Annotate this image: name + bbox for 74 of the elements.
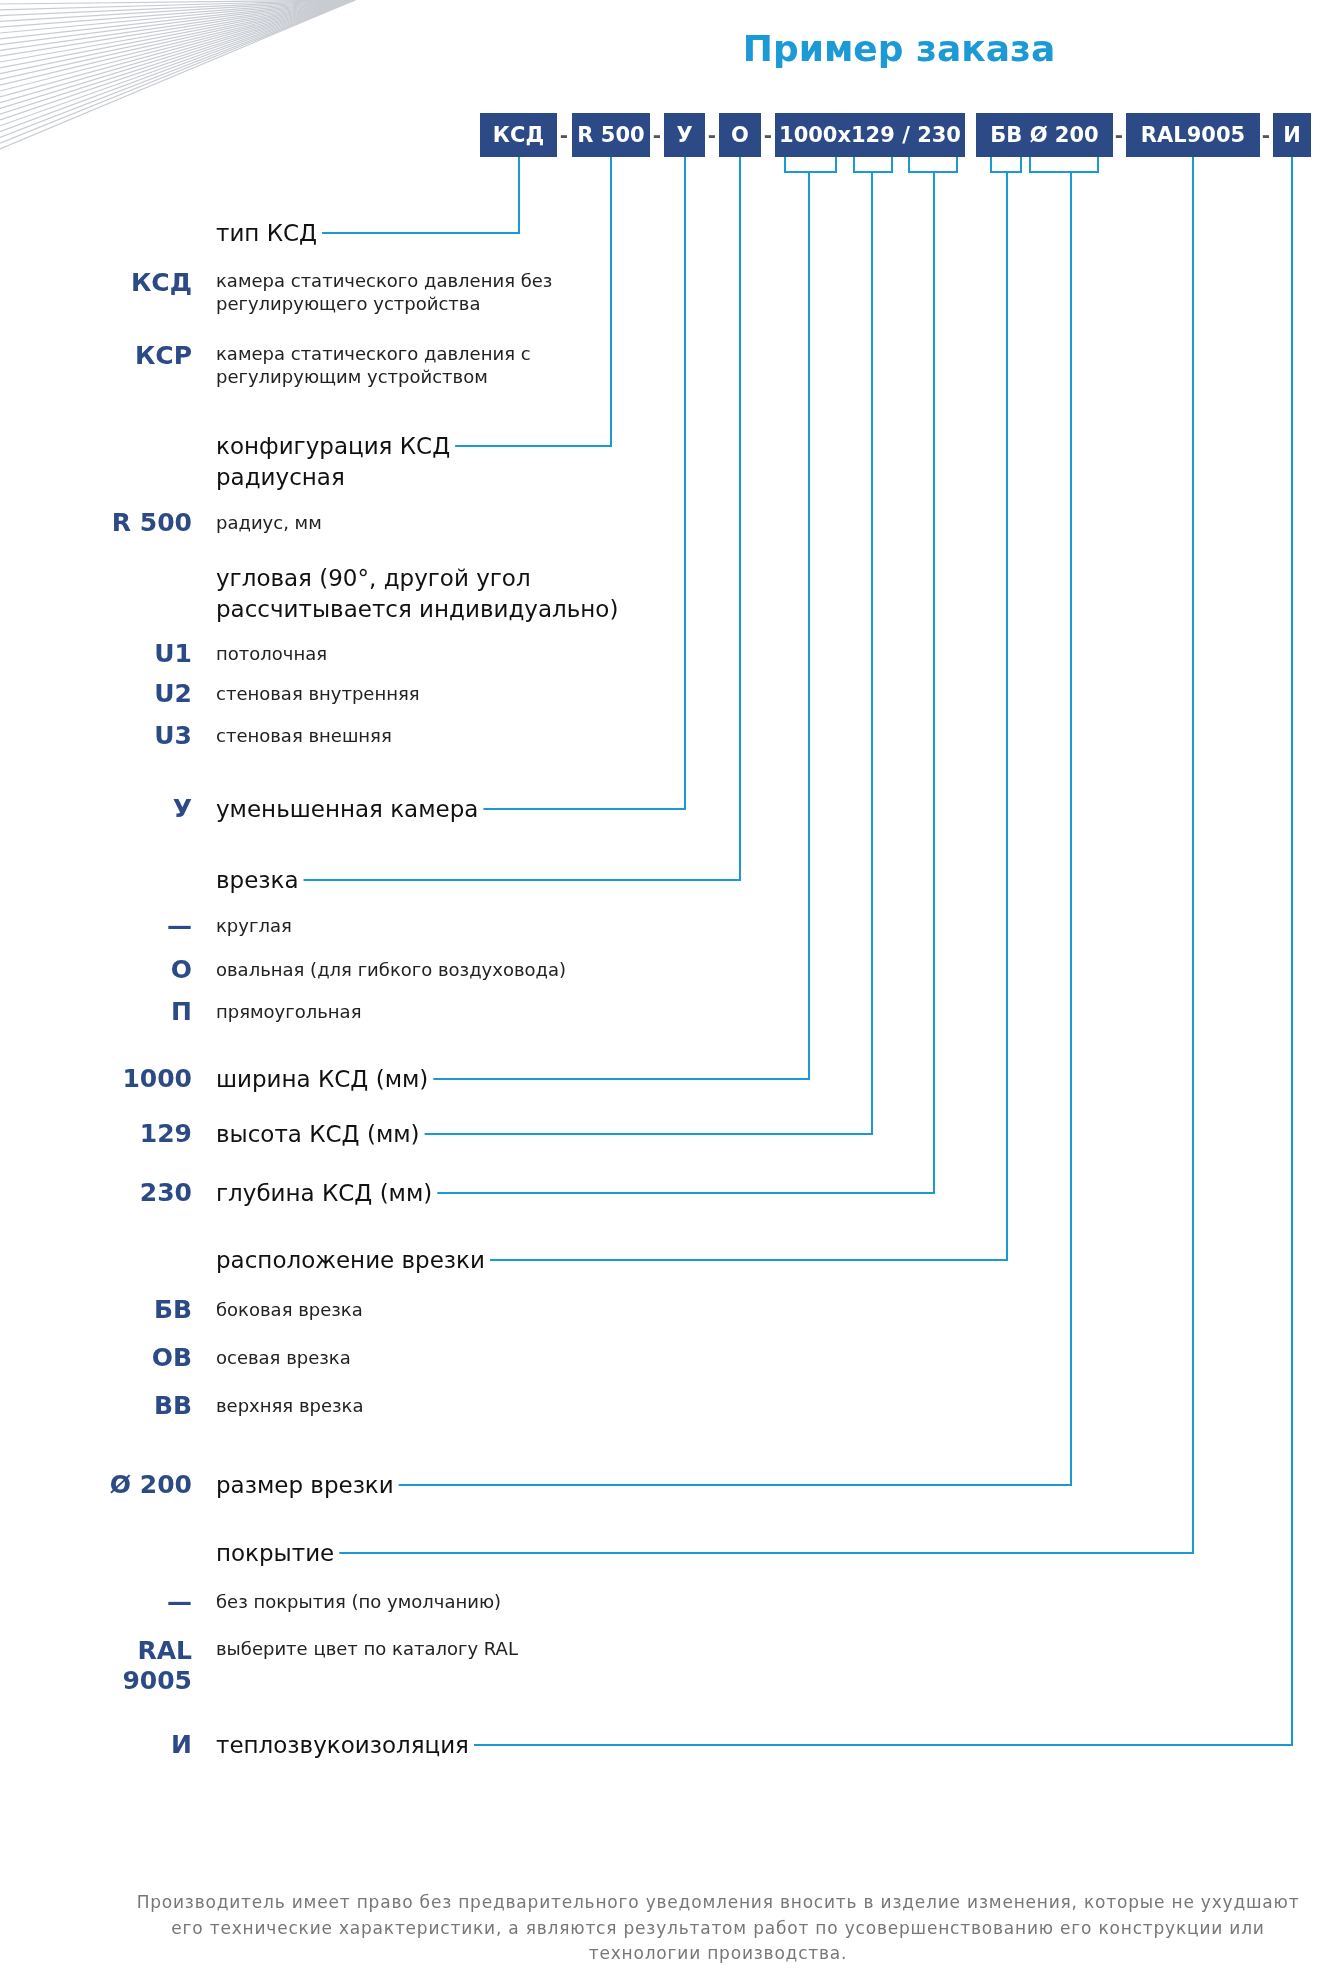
leader-line [302, 156, 741, 881]
parameter-heading: глубина КСД (мм) [216, 1180, 433, 1206]
code-label: И [171, 1730, 192, 1760]
leader-line [338, 156, 1194, 1554]
description-text: верхняя врезка [216, 1394, 364, 1418]
separator-dash: - [652, 123, 662, 147]
parameter-heading: ширина КСД (мм) [216, 1066, 429, 1092]
code-box: 1000x129 / 230 [775, 113, 965, 157]
description-text: потолочная [216, 642, 328, 666]
description-text: прямоугольная [216, 1000, 362, 1024]
code-label: 230 [139, 1178, 192, 1208]
leader-line [488, 156, 1022, 1261]
separator-dash: - [559, 123, 569, 147]
code-box: КСД [480, 113, 557, 157]
code-label: RAL 9005 [122, 1636, 192, 1696]
description-text: без покрытия (по умолчанию) [216, 1590, 502, 1614]
leader-line [454, 156, 612, 447]
separator-dash: - [763, 123, 773, 147]
leader-line [423, 156, 893, 1135]
leader-line [432, 156, 837, 1080]
code-box: БВ Ø 200 [976, 113, 1113, 157]
code-label: О [170, 955, 192, 985]
separator-dash: - [1261, 123, 1271, 147]
code-label: 1000 [122, 1064, 192, 1094]
description-text: камера статического давления без регулирующего устройства [216, 268, 554, 316]
title-text: Пример заказа [741, 28, 1057, 69]
subheading-text: угловая (90°, другой угол рассчитывается индивидуально) [216, 563, 620, 624]
code-label: П [171, 997, 192, 1027]
code-label: U1 [154, 639, 192, 669]
code-box: И [1273, 113, 1311, 157]
description-text: стеновая внешняя [216, 724, 392, 748]
description-text: круглая [216, 914, 292, 938]
code-label: ВВ [153, 1391, 192, 1421]
description-text: стеновая внутренняя [216, 682, 420, 706]
description-text: овальная (для гибкого воздуховода) [216, 958, 567, 982]
code-box: R 500 [572, 113, 650, 157]
parameter-heading: тип КСД [216, 220, 318, 246]
code-label: ОВ [151, 1343, 192, 1373]
code-label: U3 [154, 721, 192, 751]
code-label: БВ [153, 1295, 192, 1325]
parameter-heading: теплозвукоизоляция [216, 1732, 469, 1758]
subheading-text: радиусная [216, 463, 345, 493]
code-label: 129 [139, 1119, 192, 1149]
code-box: О [719, 113, 761, 157]
code-label: У [172, 794, 192, 824]
parameter-heading: уменьшенная камера [216, 796, 479, 822]
parameter-heading: расположение врезки [216, 1247, 485, 1273]
footnote-text: Производитель имеет право без предварительного уведомления вносить в изделие изменения, которые не ухудшают его технические характеристики, а являются результатом работ по усовершенствованию его конструкции или технологии производства. [135, 1891, 1301, 1965]
code-label: КСР [134, 341, 192, 371]
description-text: выберите цвет по каталогу RAL [216, 1637, 518, 1661]
leader-line [472, 156, 1293, 1746]
leader-line [321, 156, 520, 234]
parameter-heading: конфигурация КСД [216, 433, 451, 459]
description-text: камера статического давления с регулирующим устройством [216, 341, 532, 389]
code-label: — [167, 911, 192, 941]
code-label: — [167, 1587, 192, 1617]
description-text: боковая врезка [216, 1298, 363, 1322]
leader-line [397, 156, 1099, 1486]
leader-line [436, 156, 958, 1194]
description-text: осевая врезка [216, 1346, 351, 1370]
code-box: У [664, 113, 705, 157]
code-box: RAL9005 [1126, 113, 1260, 157]
parameter-heading: врезка [216, 867, 299, 893]
description-text: радиус, мм [216, 511, 322, 535]
parameter-heading: покрытие [216, 1540, 335, 1566]
separator-dash: - [1114, 123, 1124, 147]
code-label: U2 [154, 679, 192, 709]
code-label: R 500 [111, 508, 192, 538]
code-label: КСД [130, 268, 192, 298]
leader-line [482, 156, 686, 810]
parameter-heading: высота КСД (мм) [216, 1121, 420, 1147]
code-label: Ø 200 [109, 1470, 192, 1500]
separator-dash: - [707, 123, 717, 147]
parameter-heading: размер врезки [216, 1472, 394, 1498]
